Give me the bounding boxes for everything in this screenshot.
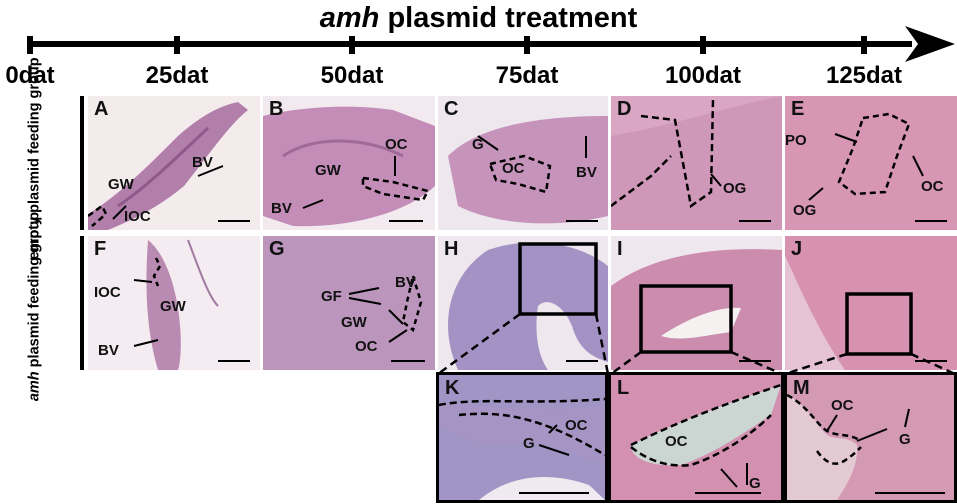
annotation: GW: [315, 162, 341, 179]
panel-H: H: [438, 236, 608, 370]
annotation: OC: [831, 397, 854, 414]
annotation: G: [523, 435, 535, 452]
annotation: GW: [341, 314, 367, 331]
panel-L: L OC G: [608, 372, 784, 503]
panel-J: J: [785, 236, 957, 370]
annotation: GW: [160, 298, 186, 315]
panel-B: B OC GW BV: [263, 96, 435, 230]
panel-C: C G OC BV: [438, 96, 608, 230]
panel-label: D: [617, 98, 632, 120]
annotation: GW: [108, 176, 134, 193]
panel-K: K OC G: [436, 372, 608, 503]
timeline-arrow: [27, 26, 955, 62]
annotation: GF: [321, 288, 342, 305]
row-separator-bottom: [80, 236, 84, 370]
panel-label: J: [791, 238, 803, 260]
annotation: BV: [576, 164, 597, 181]
annotation: OC: [355, 338, 378, 355]
panel-label: I: [617, 238, 623, 260]
annotation: G: [472, 136, 484, 153]
annotation: OC: [665, 433, 688, 450]
panel-label: A: [94, 98, 109, 120]
annotation: PO: [785, 132, 807, 149]
tick-label: 50dat: [320, 62, 384, 89]
panel-I: I: [611, 236, 782, 370]
panel-label: H: [444, 238, 459, 260]
figure-title: amh plasmid treatment: [319, 2, 638, 34]
annotation: BV: [395, 274, 416, 291]
annotation: IOC: [94, 284, 121, 301]
annotation: OG: [793, 202, 817, 219]
panel-E: E PO OC OG: [785, 96, 957, 230]
annotation: OC: [502, 160, 525, 177]
annotation: G: [749, 475, 761, 492]
annotation: OC: [565, 417, 588, 434]
panel-A: A BV GW IOC: [88, 96, 260, 230]
panel-G: G GF BV GW OC: [263, 236, 435, 370]
panel-label: F: [94, 238, 107, 260]
row-separator-top: [80, 96, 84, 230]
annotation: OC: [385, 136, 408, 153]
panel-label: L: [617, 377, 630, 399]
panel-label: B: [269, 98, 284, 120]
tick-label: 125dat: [825, 62, 903, 89]
annotation: BV: [192, 154, 213, 171]
panel-M: M OC G: [784, 372, 957, 503]
annotation: OG: [723, 180, 747, 197]
tick-label: 25dat: [145, 62, 209, 89]
panel-D: D OG: [611, 96, 782, 230]
panel-label: G: [269, 238, 285, 260]
annotation: G: [899, 431, 911, 448]
annotation: BV: [98, 342, 119, 359]
panel-F: F IOC GW BV: [88, 236, 260, 370]
annotation: IOC: [124, 208, 151, 225]
tick-label: 75dat: [495, 62, 559, 89]
row-label-bottom: amh plasmid feeding group: [26, 211, 43, 402]
annotation: OC: [921, 178, 944, 195]
panel-label: E: [791, 98, 805, 120]
panel-label: C: [444, 98, 459, 120]
tick-label: 100dat: [664, 62, 742, 89]
tick-label: 0dat: [5, 62, 55, 89]
annotation: BV: [271, 200, 292, 217]
panel-label: K: [445, 377, 460, 399]
panel-label: M: [793, 377, 810, 399]
